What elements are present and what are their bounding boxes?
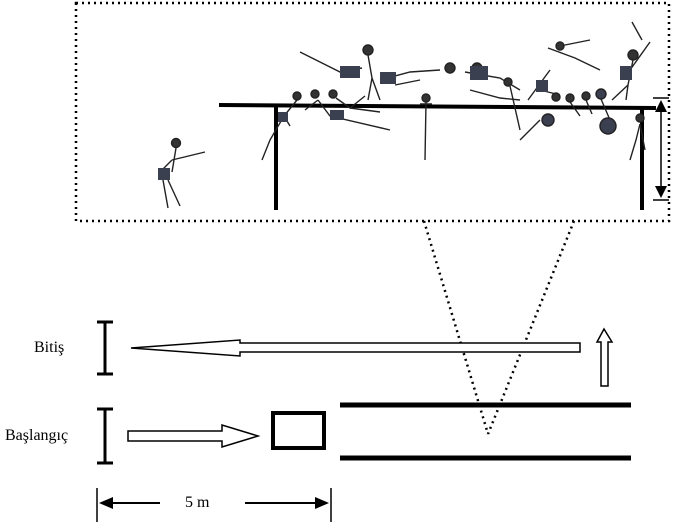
springboard-box xyxy=(271,411,326,450)
return-arrow-icon xyxy=(130,339,581,357)
start-label: Başlangıç xyxy=(5,427,69,444)
start-bracket-icon xyxy=(97,407,113,465)
callout-pointer-right xyxy=(486,220,576,435)
height-indicator-icon xyxy=(653,97,669,201)
distance-dimension-icon xyxy=(96,488,332,522)
finish-label: Bitiş xyxy=(34,339,65,356)
gymnast-vaulting-sequence-icon xyxy=(158,21,651,209)
distance-label: 5 m xyxy=(185,494,210,511)
callout-pointer-left xyxy=(422,220,490,435)
start-arrow-icon xyxy=(127,423,261,449)
up-arrow-icon xyxy=(595,327,614,387)
callout-box xyxy=(74,1,671,223)
finish-bracket-icon xyxy=(97,320,113,376)
